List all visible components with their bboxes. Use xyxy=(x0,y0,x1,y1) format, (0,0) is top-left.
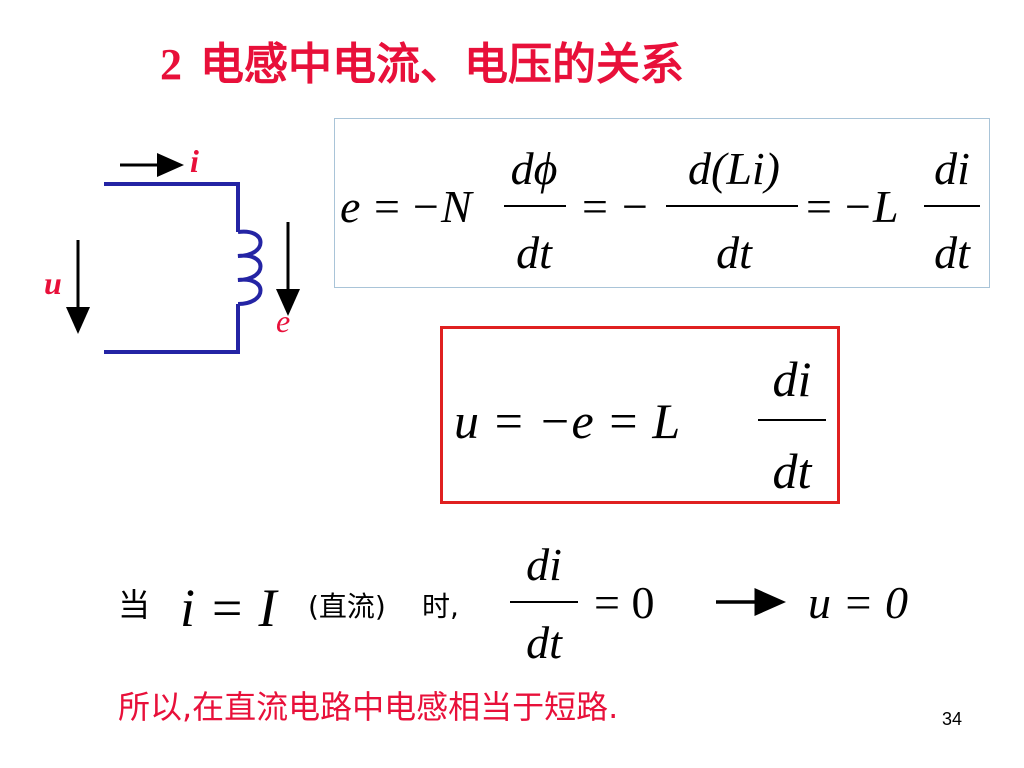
eq2-text: u = −e = L xyxy=(454,393,680,449)
page-number: 34 xyxy=(941,709,962,729)
eq1-frac2-num: d(Li) xyxy=(688,143,780,194)
eq1-minus: − xyxy=(622,181,648,232)
eq1-neg-N: −N xyxy=(410,181,474,232)
eq1-frac2-den: dt xyxy=(716,227,753,278)
eq1-frac1-num: dϕ xyxy=(511,143,558,194)
dc-condition-row: 当 i = I (直流) 时, di dt = 0 u = 0 xyxy=(118,539,908,668)
emf-equation-box xyxy=(334,118,990,288)
voltage-equation: u = −e = L di dt xyxy=(454,351,826,499)
voltage-label: u xyxy=(44,265,62,301)
eq1-equals-2: = xyxy=(582,181,608,232)
condition-result: u = 0 xyxy=(808,577,908,628)
eq1-lhs: e xyxy=(340,181,360,232)
slide-title: 2 电感中电流、电压的关系 xyxy=(160,28,684,92)
condition-eq-zero: = 0 xyxy=(594,577,654,628)
condition-expr: i = I xyxy=(180,578,279,638)
eq1-neg-L: −L xyxy=(842,181,899,232)
emf-label: e xyxy=(276,303,290,339)
condition-when: 当 xyxy=(118,586,150,624)
conclusion-text: 所以,在直流电路中电感相当于短路. xyxy=(118,688,619,726)
condition-frac-num: di xyxy=(526,539,562,590)
eq1-equals-1: = xyxy=(374,181,400,232)
eq1-equals-3: = xyxy=(806,181,832,232)
bottom-wire xyxy=(104,304,240,354)
emf-equation: e = −N dϕ dt = − d(Li) dt = −L di dt xyxy=(340,143,980,278)
condition-frac-den: dt xyxy=(526,617,563,668)
eq1-frac3-num: di xyxy=(934,143,970,194)
condition-dc-note: (直流) xyxy=(308,590,386,623)
eq2-frac-den: dt xyxy=(773,443,813,499)
inductor-coil xyxy=(237,229,263,306)
title-text: 电感中电流、电压的关系 xyxy=(200,39,684,90)
voltage-equation-box xyxy=(440,326,840,504)
current-label: i xyxy=(190,143,199,179)
title-number: 2 xyxy=(160,40,182,89)
eq1-frac3-den: dt xyxy=(934,227,971,278)
condition-time: 时, xyxy=(422,590,459,623)
eq1-frac1-den: dt xyxy=(516,227,553,278)
inductor-circuit-diagram: i u e xyxy=(44,143,300,354)
top-wire xyxy=(104,182,240,232)
eq2-frac-num: di xyxy=(773,351,812,407)
